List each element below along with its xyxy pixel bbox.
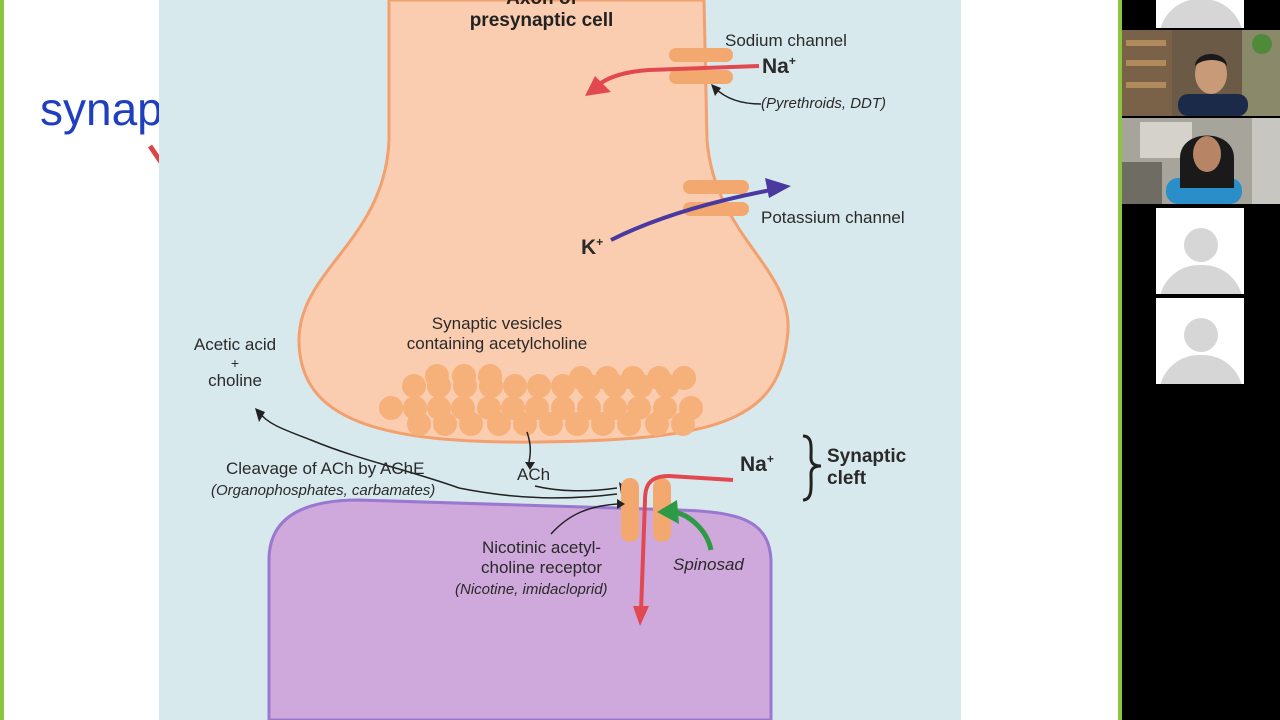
presynaptic-axon (297, 0, 790, 444)
acetic-acid-label: Acetic acid + choline (193, 335, 277, 390)
pyrethroid-pointer (714, 87, 762, 105)
axon-label: Axon of presynaptic cell (469, 0, 614, 31)
synapse-illustration (255, 0, 822, 720)
sodium-ion-top: Na+ (762, 54, 796, 78)
nicotinic-receptor (621, 478, 671, 542)
potassium-channel-label: Potassium channel (761, 208, 905, 227)
vesicle (459, 412, 483, 436)
vesicle (551, 396, 575, 420)
cleavage-label: Cleavage of ACh by AChE (226, 459, 425, 478)
vesicle (551, 374, 575, 398)
vesicle (402, 374, 426, 398)
vesicle (655, 374, 679, 398)
participant-tile-4[interactable] (1122, 208, 1280, 294)
vesicle (433, 412, 457, 436)
vesicle (479, 374, 503, 398)
vesicle (379, 396, 403, 420)
vesicle (617, 412, 641, 436)
potassium-arrow-head (765, 178, 791, 198)
vesicle (503, 374, 527, 398)
vesicle (565, 412, 589, 436)
vesicle (645, 412, 669, 436)
avatar-icon (1184, 318, 1218, 352)
video-gallery-panel (1122, 0, 1280, 720)
organophosphates-label: (Organophosphates, carbamates) (211, 482, 436, 499)
nicotine-label: (Nicotine, imidacloprid) (455, 581, 608, 598)
vesicle (513, 412, 537, 436)
vesicle (577, 374, 601, 398)
sodium-channel-label: Sodium channel (725, 31, 847, 50)
slide-border-left (0, 0, 4, 720)
participant-tile-5[interactable] (1122, 298, 1280, 384)
avatar-icon (1184, 228, 1218, 262)
nicotinic-receptor-label: Nicotinic acetyl- choline receptor (481, 538, 602, 577)
vesicle (671, 412, 695, 436)
ach-binding-arrow (534, 485, 618, 492)
slide-border-right (1118, 0, 1122, 720)
participant-tile-1[interactable] (1122, 0, 1280, 28)
synaptic-cleft-label: Synaptic cleft (827, 446, 907, 489)
participant-video-feed (1122, 118, 1280, 204)
sodium-ion-bottom: Na+ (740, 452, 774, 476)
postsynaptic-cell (267, 498, 773, 720)
vesicle (407, 412, 431, 436)
vesicle (427, 374, 451, 398)
vesicle (603, 396, 627, 420)
sodium-arrow-head (585, 76, 611, 96)
vesicle (527, 374, 551, 398)
vesicle (591, 412, 615, 436)
participant-tile-2[interactable] (1122, 30, 1280, 116)
ach-label: ACh (517, 465, 551, 484)
sodium-receptor-arrow (639, 473, 734, 613)
vesicle (629, 374, 653, 398)
synapse-diagram: Axon of presynaptic cell Sodium channel … (159, 0, 961, 720)
vesicle (603, 374, 627, 398)
spinosad-label: Spinosad (673, 555, 744, 574)
vesicle (525, 396, 549, 420)
vesicle (453, 374, 477, 398)
vesicles-label: Synaptic vesicles containing acetylcholi… (406, 314, 588, 353)
vesicle (539, 412, 563, 436)
ach-release-arrow (526, 431, 532, 463)
potassium-ion: K+ (581, 235, 604, 259)
receptor-pointer (550, 503, 618, 535)
synaptic-cleft-brace (802, 434, 822, 502)
potassium-efflux-arrow (610, 188, 772, 242)
participant-tile-3[interactable] (1122, 118, 1280, 204)
presentation-slide: synapse (0, 0, 1122, 720)
vesicle (577, 396, 601, 420)
pyrethroids-label: (Pyrethroids, DDT) (761, 95, 887, 112)
cleavage-arrow (258, 411, 460, 489)
vesicle (501, 396, 525, 420)
vesicle (487, 412, 511, 436)
sodium-channel-top (669, 48, 733, 84)
synaptic-vesicles (379, 364, 703, 436)
participant-video-feed (1122, 30, 1280, 116)
